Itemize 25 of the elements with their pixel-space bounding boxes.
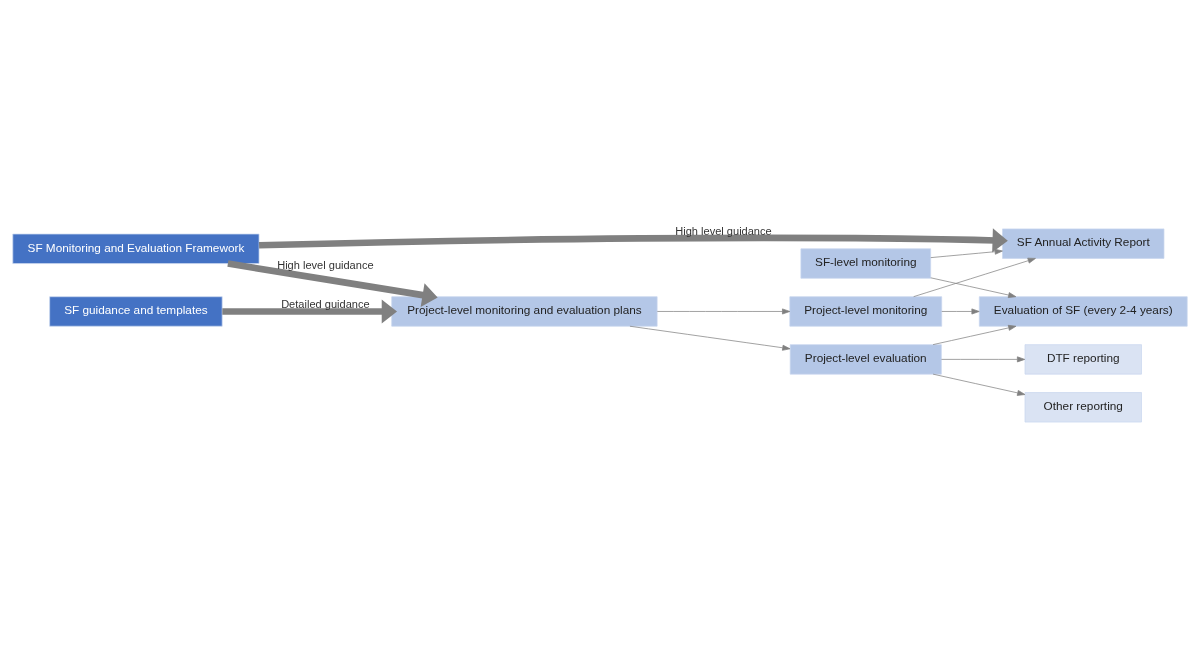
arrow <box>941 356 1026 363</box>
edge-label: High level guidance <box>277 259 374 272</box>
node-box: Project-level evaluation <box>789 344 942 375</box>
node-box: DTF reporting <box>1024 344 1142 375</box>
arrow <box>941 308 980 315</box>
arrow <box>258 228 1008 253</box>
arrow <box>656 308 791 315</box>
node-box: Evaluation of SF (every 2-4 years) <box>978 296 1188 327</box>
node-box: SF Monitoring and Evaluation Framework <box>12 233 260 264</box>
arrow <box>930 248 1003 258</box>
arrow <box>629 325 791 351</box>
node-box: Project-level monitoring <box>789 296 943 327</box>
node-box: Project-level monitoring and evaluation plans <box>391 296 658 327</box>
arrow <box>932 324 1017 345</box>
arrow <box>227 260 438 307</box>
arrow <box>222 299 398 324</box>
arrow <box>913 257 1036 298</box>
node-box: Other reporting <box>1024 392 1142 423</box>
edge-label: Detailed guidance <box>281 297 370 310</box>
arrow <box>932 373 1026 396</box>
arrow <box>930 277 1017 298</box>
node-box: SF-level monitoring <box>800 248 931 279</box>
node-box: SF Annual Activity Report <box>1002 228 1165 259</box>
node-box: SF guidance and templates <box>49 296 223 327</box>
edge-label: High level guidance <box>675 224 772 237</box>
